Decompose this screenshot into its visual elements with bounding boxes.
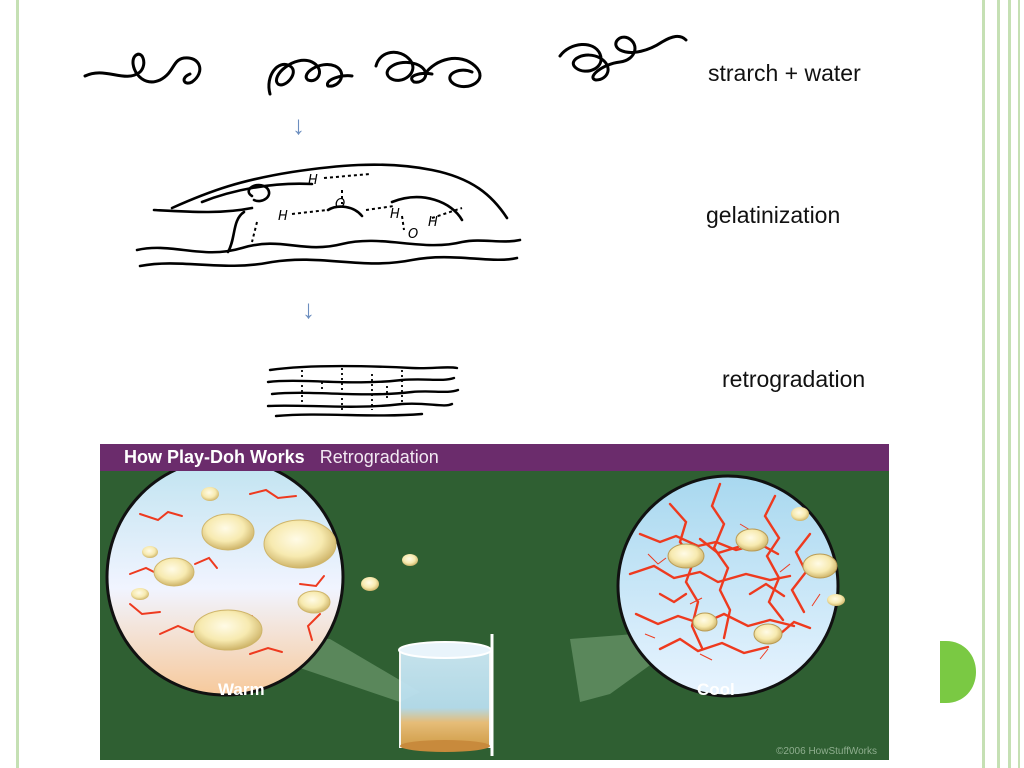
retrogradation-sketch <box>266 364 460 418</box>
frame-right-border-3 <box>1008 0 1011 768</box>
panel-title: How Play-Doh Works <box>124 447 305 467</box>
sketch-h-right: H <box>390 207 400 222</box>
play-doh-panel: How Play-Doh Works Retrogradation Warm C… <box>100 444 889 760</box>
stage-label-gelatinization: gelatinization <box>706 202 841 228</box>
beaker <box>398 634 494 756</box>
sketch-o-top: O <box>335 197 345 212</box>
frame-left-border <box>16 0 19 768</box>
starch-water-sketch <box>83 34 688 96</box>
frame-right-border-2 <box>997 0 1000 768</box>
sketch-h-right2: H <box>428 215 438 230</box>
arrow-down-icon: ↓ <box>302 294 315 324</box>
stage-label-retrogradation: retrogradation <box>722 366 866 392</box>
cool-circle <box>616 474 845 698</box>
panel-header: How Play-Doh Works Retrogradation <box>100 444 889 471</box>
gelatinization-sketch: H O H H O H <box>135 163 522 268</box>
cool-label: Cool <box>697 680 735 699</box>
warm-circle <box>105 457 418 697</box>
arrow-down-icon: ↓ <box>292 110 305 140</box>
frame-right-border-1 <box>982 0 985 768</box>
stage-label-starch-water: strarch + water <box>708 60 861 86</box>
panel-illustration <box>105 457 845 756</box>
warm-label: Warm <box>218 680 265 699</box>
frame-right-border-4 <box>1018 0 1020 768</box>
copyright-notice: ©2006 HowStuffWorks <box>776 746 877 757</box>
panel-subtitle: Retrogradation <box>319 447 439 467</box>
sketch-h-top: H <box>308 173 318 188</box>
sketch-h-left: H <box>278 209 288 224</box>
green-tab-shape <box>940 641 976 703</box>
sketch-o-right: O <box>408 227 418 242</box>
